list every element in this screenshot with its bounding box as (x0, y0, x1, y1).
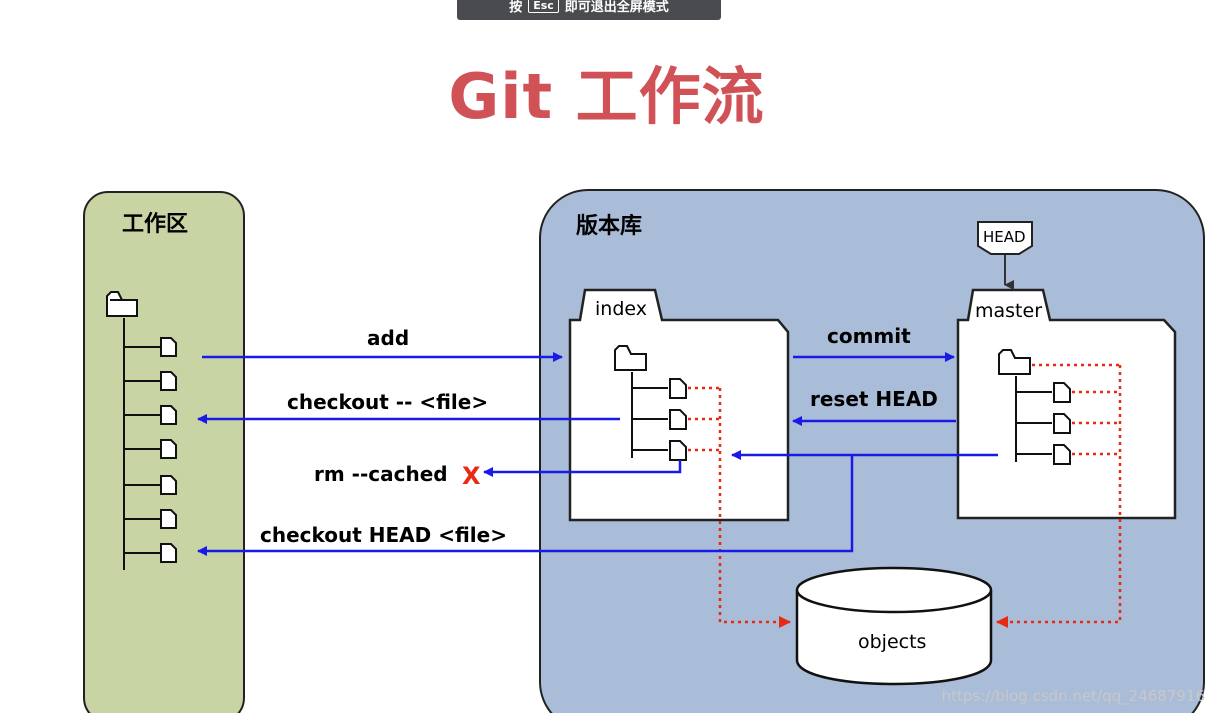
page-title: Git 工作流 (448, 60, 765, 133)
head-tag (977, 221, 1033, 255)
file-icon (160, 405, 177, 425)
file-icon (669, 409, 687, 430)
master-objects-connector (996, 363, 1122, 628)
master-file-tree (998, 349, 1071, 465)
file-icon (160, 337, 177, 357)
index-label: index (595, 298, 647, 320)
fullscreen-hint-prefix: 按 (509, 0, 523, 15)
head-tag-label: HEAD (983, 228, 1026, 246)
index-folder (568, 288, 790, 522)
rm-cached-x-mark: X (462, 462, 481, 490)
master-label: master (975, 300, 1042, 322)
file-icon (160, 439, 177, 459)
checkout-head-label: checkout HEAD <file> (260, 523, 507, 547)
file-icon (160, 509, 177, 529)
file-icon (669, 440, 687, 461)
watermark: https://blog.csdn.net/qq_24687916 (941, 687, 1205, 705)
folder-icon (614, 345, 647, 371)
master-folder (956, 288, 1177, 520)
add-label: add (367, 326, 409, 350)
repository-label: 版本库 (576, 214, 642, 239)
esc-key-badge: Esc (528, 0, 559, 13)
fullscreen-hint-suffix: 即可退出全屏模式 (564, 0, 669, 15)
commit-label: commit (827, 324, 911, 348)
rm-cached-arrow (483, 460, 682, 477)
file-icon (160, 371, 177, 391)
checkout-file-label: checkout -- <file> (287, 390, 488, 414)
reset-head-label: reset HEAD (810, 387, 938, 411)
file-icon (669, 378, 687, 399)
fullscreen-hint-bar: 按 Esc 即可退出全屏模式 (457, 0, 721, 20)
objects-label: objects (858, 631, 926, 653)
folder-icon (998, 349, 1031, 375)
workspace-file-tree (106, 291, 177, 570)
file-icon (1053, 444, 1071, 465)
file-icon (160, 475, 177, 495)
file-icon (1053, 382, 1071, 403)
rm-cached-label: rm --cached (314, 462, 448, 486)
index-file-tree (614, 345, 687, 461)
file-icon (160, 543, 177, 563)
workspace-label: 工作区 (122, 212, 188, 237)
index-objects-connector (688, 386, 791, 628)
file-icon (1053, 413, 1071, 434)
objects-database (795, 566, 993, 686)
checkout-head-arrow (197, 456, 854, 556)
